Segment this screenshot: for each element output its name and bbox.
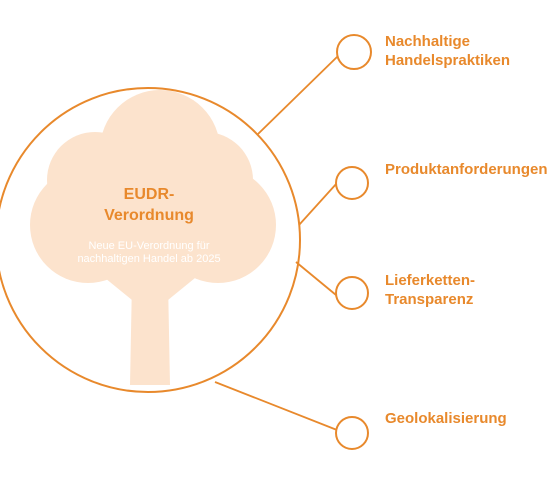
node-3-title-line-1: Lieferketten- xyxy=(385,272,476,289)
node-1-title-line-2: Handelspraktiken xyxy=(385,52,511,69)
node-1-description: Förderung nachhaltiger Handelspraktiken … xyxy=(385,82,519,107)
center-title-line-2: Verordnung xyxy=(104,207,194,224)
center-circle xyxy=(0,87,301,393)
node-title-supply-chain-transparency: Lieferketten- Transparenz xyxy=(385,271,475,309)
node-4-description: Nachweis von Ursprungsorten erforderlich xyxy=(385,441,519,466)
node-3-title-line-2: Transparenz xyxy=(385,291,474,308)
tree-canopy xyxy=(30,90,276,290)
connector-line-3 xyxy=(295,261,337,296)
node-2-description: Anforderungen an entwaldungsfreie Produk… xyxy=(385,193,516,231)
connector-line-2 xyxy=(298,182,338,226)
node-3-description: Erhöhte Transparenz in Liefer- und Besch… xyxy=(385,323,500,361)
node-4-title-line-1: Geolokalisierung xyxy=(385,410,507,427)
node-title-sustainable-trade: Nachhaltige Handelspraktiken xyxy=(385,32,510,70)
center-description: Neue EU-Verordnung für nachhaltigen Hand… xyxy=(77,240,221,265)
node-circle-4 xyxy=(335,416,369,450)
node-1-title-line-1: Nachhaltige xyxy=(385,33,471,50)
center-title: EUDR- Verordnung xyxy=(68,184,230,226)
node-circle-3 xyxy=(335,276,369,310)
node-circle-2 xyxy=(335,166,369,200)
connector-line-4 xyxy=(214,381,338,431)
tree-trunk xyxy=(105,270,195,385)
node-circle-1 xyxy=(336,34,372,70)
center-title-line-1: EUDR- xyxy=(123,186,175,203)
connector-line-1 xyxy=(257,55,339,135)
node-title-product-requirements: Produktanforderungen xyxy=(385,160,548,179)
node-2-title-line-1: Produktanforderungen xyxy=(385,161,548,178)
node-title-geolocation: Geolokalisierung xyxy=(385,409,507,428)
